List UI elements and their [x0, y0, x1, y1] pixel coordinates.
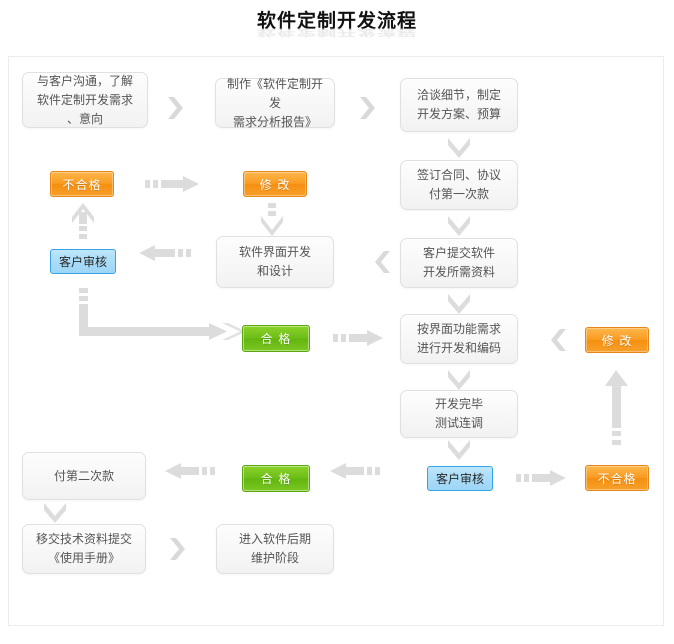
connector-elbow-arrow-right-1: [79, 288, 256, 340]
connector-chevron-right-2: [360, 97, 375, 119]
connector-dashed-arrow-right-1: [145, 176, 199, 192]
node-n9-label: 付第二次款: [53, 468, 114, 483]
connector-dashed-arrow-right-3: [516, 470, 566, 486]
pill-pass-2[interactable]: 合 格: [242, 465, 310, 492]
connector-dashed-arrow-down-1: [261, 203, 283, 236]
connector-chevron-left-2: [551, 329, 566, 351]
node-n2[interactable]: 制作《软件定制开发需求分析报告》: [215, 77, 335, 129]
node-n4-label: 签订合同、协议付第一次款: [416, 168, 501, 201]
connector-arrow-up-1: [605, 370, 628, 445]
pill-fail-1-label: 不合格: [62, 177, 102, 192]
node-n8-label: 软件界面开发和设计: [238, 245, 311, 278]
pill-review-1[interactable]: 客户审核: [50, 249, 116, 274]
connector-dashed-arrow-left-2: [330, 463, 380, 479]
connector-dashed-arrow-left-3: [165, 463, 215, 479]
connector-arrow-down-5: [448, 440, 470, 460]
page-title: 软件定制开发流程: [256, 10, 417, 32]
node-n5[interactable]: 客户提交软件开发所需资料: [400, 238, 518, 288]
connector-chevron-right-3: [170, 538, 185, 560]
connector-dashed-arrow-right-2: [333, 330, 383, 346]
node-n9[interactable]: 付第二次款: [22, 452, 146, 500]
pill-pass-2-label: 合 格: [260, 472, 292, 486]
pill-modify-2-label: 修 改: [601, 333, 633, 348]
node-n7-label: 开发完毕测试连调: [434, 397, 483, 430]
page-title-block: 软件定制开发流程 软件定制开发流程: [0, 8, 674, 54]
pill-pass-1[interactable]: 合 格: [242, 325, 310, 352]
node-n6[interactable]: 按界面功能需求进行开发和编码: [400, 314, 518, 364]
node-n6-label: 按界面功能需求进行开发和编码: [416, 322, 501, 355]
connector-arrow-down-1: [448, 138, 470, 158]
node-n5-label: 客户提交软件开发所需资料: [422, 246, 495, 279]
node-n11[interactable]: 进入软件后期维护阶段: [216, 524, 334, 574]
connector-dashed-arrow-left-1: [139, 245, 191, 261]
connector-chevron-right-1: [168, 97, 183, 119]
pill-review-2[interactable]: 客户审核: [427, 466, 493, 491]
connector-arrow-down-4: [448, 370, 470, 390]
node-n3[interactable]: 洽谈细节，制定开发方案、预算: [400, 78, 518, 132]
node-n10[interactable]: 移交技术资料提交《使用手册》: [22, 524, 146, 574]
pill-fail-2-label: 不合格: [597, 471, 637, 486]
node-n10-label: 移交技术资料提交《使用手册》: [35, 532, 132, 565]
pill-review-1-label: 客户审核: [58, 255, 107, 269]
pill-fail-2[interactable]: 不合格: [585, 465, 649, 491]
node-n1[interactable]: 与客户沟通，了解软件定制开发需求、意向: [22, 72, 148, 128]
connector-dashed-arrow-up-1: [72, 203, 94, 239]
connector-arrow-down-2: [448, 216, 470, 236]
pill-modify-2[interactable]: 修 改: [585, 327, 649, 353]
pill-modify-1-label: 修 改: [259, 177, 291, 192]
pill-fail-1[interactable]: 不合格: [50, 171, 114, 197]
node-n1-label: 与客户沟通，了解软件定制开发需求、意向: [36, 73, 133, 126]
pill-modify-1[interactable]: 修 改: [243, 171, 307, 197]
connector-chevron-left-1: [375, 251, 390, 273]
connector-arrow-down-3: [448, 294, 470, 314]
node-n4[interactable]: 签订合同、协议付第一次款: [400, 160, 518, 210]
node-n8[interactable]: 软件界面开发和设计: [216, 236, 334, 288]
node-n3-label: 洽谈细节，制定开发方案、预算: [416, 88, 501, 121]
pill-pass-1-label: 合 格: [260, 332, 292, 346]
connector-arrow-down-6: [44, 503, 66, 523]
node-n11-label: 进入软件后期维护阶段: [238, 532, 311, 565]
pill-review-2-label: 客户审核: [435, 472, 484, 486]
node-n2-label: 制作《软件定制开发需求分析报告》: [226, 76, 323, 129]
node-n7[interactable]: 开发完毕测试连调: [400, 390, 518, 438]
